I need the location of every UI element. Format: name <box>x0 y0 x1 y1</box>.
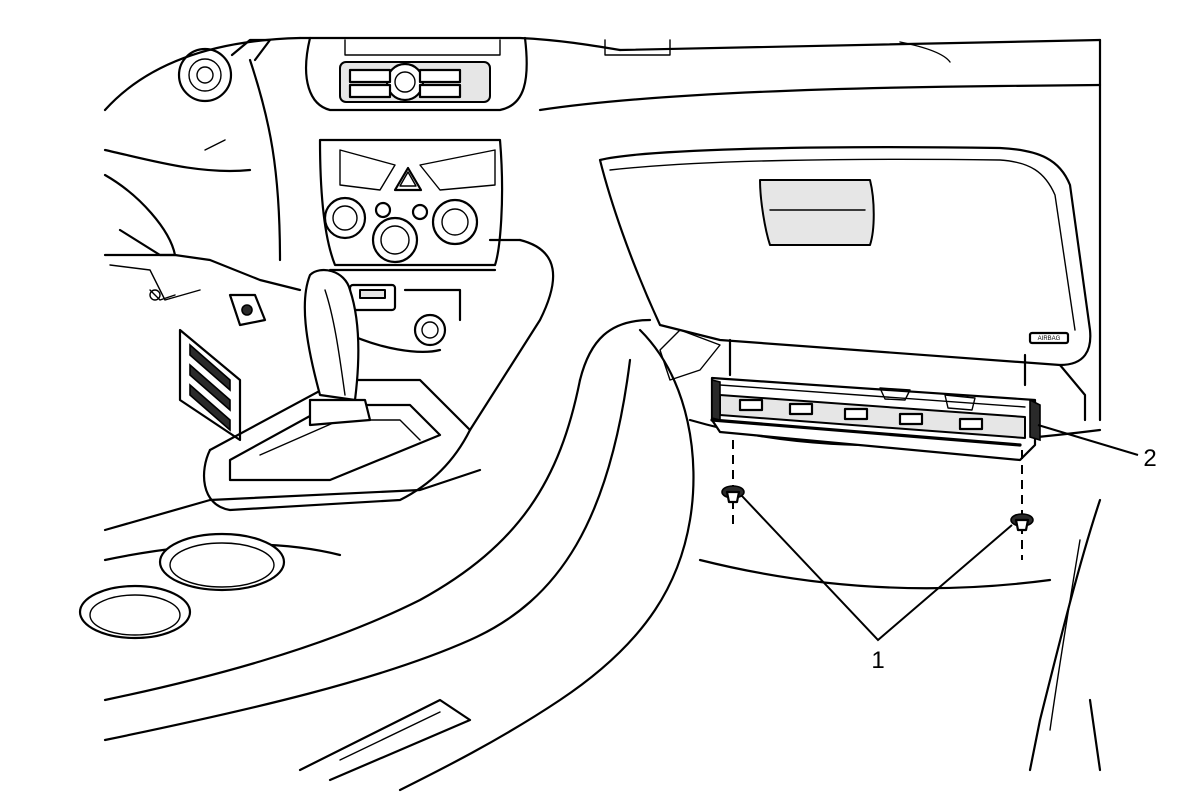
glovebox-handle <box>759 179 875 246</box>
ignition-knob <box>177 47 233 103</box>
gear-shift-lever <box>303 268 360 402</box>
glovebox-lower-housing <box>710 376 1041 462</box>
callout-2-label: 2 <box>1143 445 1156 472</box>
power-outlet <box>413 313 447 347</box>
leader-2 <box>1037 424 1139 456</box>
steering-column-area <box>103 38 302 327</box>
temperature-knob <box>371 216 419 264</box>
callout-leaders <box>741 424 1139 642</box>
fastener-left <box>721 485 745 504</box>
center-console <box>103 238 555 562</box>
right-side-trim <box>1028 498 1102 772</box>
cup-holders <box>78 532 286 640</box>
airbag-emblem-text: AIRBAG <box>1038 336 1061 342</box>
airbag-emblem <box>1028 331 1070 345</box>
leader-1 <box>741 495 1013 642</box>
dashboard-top <box>103 36 1102 422</box>
radio-volume-knob <box>385 62 425 102</box>
fastener-right <box>1010 513 1034 532</box>
fan-speed-knob <box>323 196 367 240</box>
fasteners <box>721 440 1034 560</box>
glovebox-door: AIRBAG <box>598 146 1092 422</box>
callout-1-label: 1 <box>871 647 884 674</box>
cup-holder-rear <box>78 584 192 640</box>
mode-knob <box>431 198 479 246</box>
